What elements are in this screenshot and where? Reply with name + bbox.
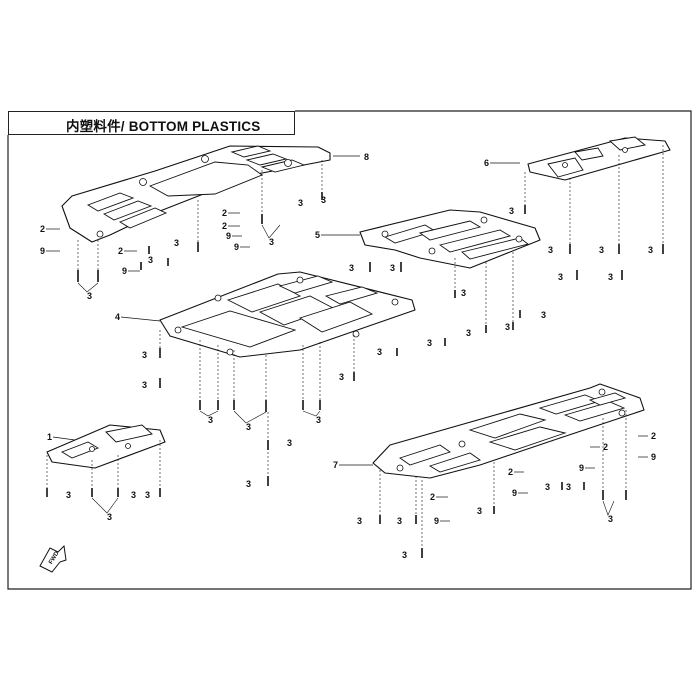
- callout-2: 2: [222, 208, 227, 218]
- callout-2: 2: [40, 224, 45, 234]
- callout-2: 2: [603, 442, 608, 452]
- plate-6: [527, 136, 671, 181]
- callout-4: 4: [115, 312, 120, 322]
- callout-3: 3: [427, 338, 432, 348]
- callout-9: 9: [40, 246, 45, 256]
- callout-9: 9: [434, 516, 439, 526]
- page-frame: [7, 110, 692, 590]
- callout-3: 3: [208, 415, 213, 425]
- callout-3: 3: [66, 490, 71, 500]
- callout-3: 3: [357, 516, 362, 526]
- callout-2: 2: [651, 431, 656, 441]
- callout-3: 3: [648, 245, 653, 255]
- callout-9: 9: [122, 266, 127, 276]
- fastener-bolts: [46, 192, 664, 558]
- callout-3: 3: [349, 263, 354, 273]
- callout-3: 3: [287, 438, 292, 448]
- diagram-title: 内塑料件/ BOTTOM PLASTICS: [66, 119, 261, 134]
- callout-8: 8: [364, 152, 369, 162]
- plate-8: [61, 145, 331, 243]
- callout-3: 3: [466, 328, 471, 338]
- callout-9: 9: [512, 488, 517, 498]
- callout-2: 2: [118, 246, 123, 256]
- callout-3: 3: [608, 272, 613, 282]
- callout-3: 3: [145, 490, 150, 500]
- callout-3: 3: [131, 490, 136, 500]
- callout-3: 3: [298, 198, 303, 208]
- title-box: [8, 111, 295, 135]
- callout-2: 2: [222, 221, 227, 231]
- callout-5: 5: [315, 230, 320, 240]
- callout-3: 3: [545, 482, 550, 492]
- callout-3: 3: [246, 422, 251, 432]
- callout-3: 3: [316, 415, 321, 425]
- callout-3: 3: [461, 288, 466, 298]
- callout-3: 3: [87, 291, 92, 301]
- plate-5: [359, 209, 541, 269]
- callout-3: 3: [390, 263, 395, 273]
- callout-3: 3: [608, 514, 613, 524]
- callout-3: 3: [142, 380, 147, 390]
- callout-brackets: [77, 224, 615, 516]
- plate-4: [159, 271, 416, 358]
- callout-3: 3: [477, 506, 482, 516]
- callout-3: 3: [142, 350, 147, 360]
- callout-2: 2: [508, 467, 513, 477]
- callout-2: 2: [430, 492, 435, 502]
- callout-9: 9: [234, 242, 239, 252]
- callout-3: 3: [599, 245, 604, 255]
- callout-6: 6: [484, 158, 489, 168]
- plate-7: [372, 383, 645, 479]
- callout-3: 3: [402, 550, 407, 560]
- callout-3: 3: [548, 245, 553, 255]
- callout-3: 3: [321, 195, 326, 205]
- callout-3: 3: [246, 479, 251, 489]
- callout-3: 3: [558, 272, 563, 282]
- guide-lines: [46, 145, 664, 548]
- callout-3: 3: [397, 516, 402, 526]
- callout-3: 3: [377, 347, 382, 357]
- callout-3: 3: [541, 310, 546, 320]
- plate-1: [46, 424, 166, 469]
- callout-9: 9: [651, 452, 656, 462]
- callout-3: 3: [339, 372, 344, 382]
- callout-leader: [52, 436, 76, 441]
- callout-7: 7: [333, 460, 338, 470]
- callout-leader: [120, 316, 161, 322]
- callout-1: 1: [47, 432, 52, 442]
- callout-3: 3: [107, 512, 112, 522]
- callout-3: 3: [148, 255, 153, 265]
- callout-9: 9: [579, 463, 584, 473]
- callout-3: 3: [509, 206, 514, 216]
- fwd-arrow-icon: FWD: [39, 544, 67, 573]
- callout-3: 3: [505, 322, 510, 332]
- callout-3: 3: [566, 482, 571, 492]
- callout-3: 3: [269, 237, 274, 247]
- callout-3: 3: [174, 238, 179, 248]
- callout-9: 9: [226, 231, 231, 241]
